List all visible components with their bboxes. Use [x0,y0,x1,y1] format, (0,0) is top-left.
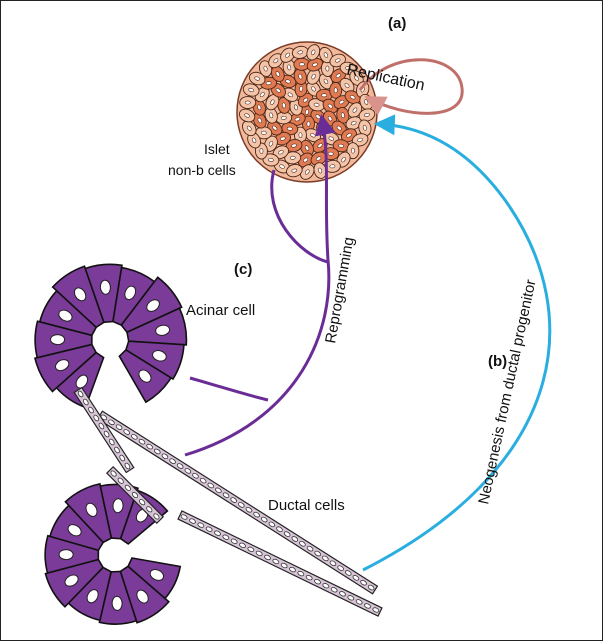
islet-nucleus [338,144,344,148]
islet-nucleus [328,152,333,156]
ductal-cells-label: Ductal cells [268,497,345,514]
islet-nucleus [261,131,266,135]
islet-nucleus [281,116,286,120]
acinar-nucleus [51,335,65,345]
acinar-cell-label: Acinar cell [186,302,255,319]
islet-nucleus [334,88,337,93]
neogenesis-label: Neogenesis from ductal progenitor [475,278,539,506]
islet-nucleus [326,66,330,71]
islet-nucleus [299,132,302,137]
acinar-nucleus [113,498,124,513]
reprogramming-branch-acinar [190,378,268,400]
islet-nucleus [245,101,250,104]
islet-nucleus [322,94,327,97]
reprogramming-branch-islet [272,170,328,262]
islet-nucleus [330,164,336,168]
islet-nucleus [266,81,272,85]
islet-nucleus [260,148,263,153]
islet-nucleus [307,121,310,126]
acinar-lobe-lower [45,484,180,624]
acinar-nucleus [59,550,73,560]
panel-c-label: (c) [234,261,252,278]
panel-a-label: (a) [388,15,406,32]
islet-nucleus [299,63,304,66]
islet-label-line1: Islet [204,141,230,157]
islet-nucleus [351,148,354,153]
acinar-lobe-upper [35,264,186,407]
islet-nucleus [290,156,295,160]
acinar-nucleus [112,596,123,610]
islet-label-line2: non-b cells [168,162,236,178]
